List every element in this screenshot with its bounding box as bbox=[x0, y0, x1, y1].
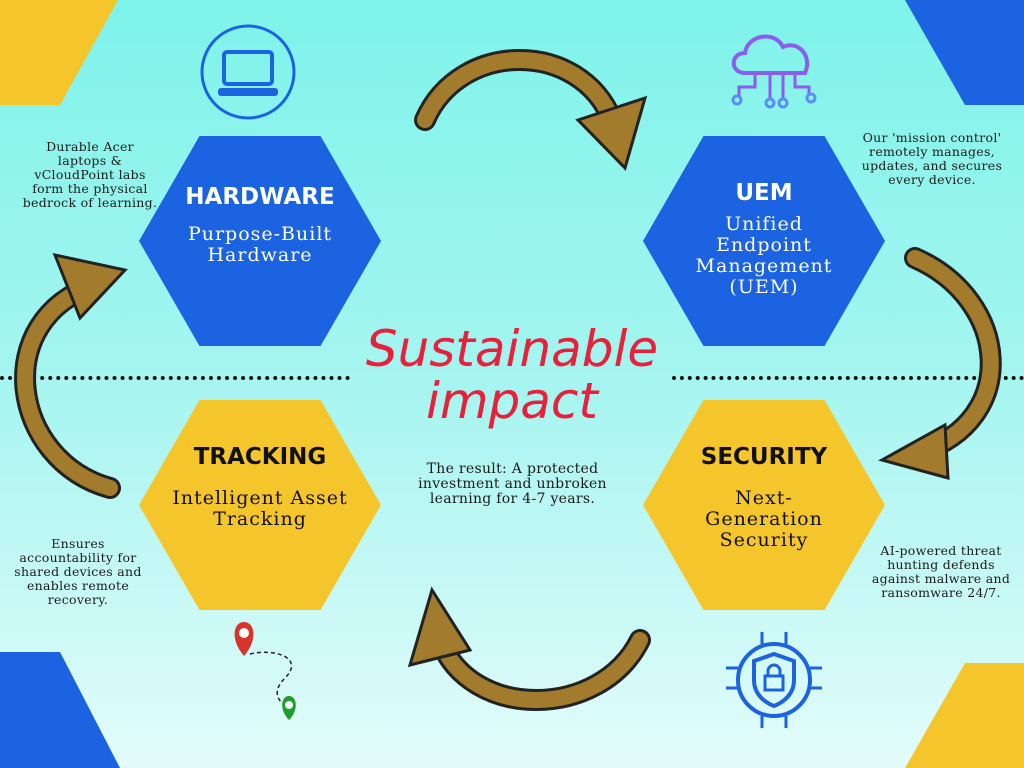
cloud-network-icon bbox=[731, 34, 817, 109]
uem-subtitle: Unified Endpoint Management (UEM) bbox=[695, 213, 833, 298]
security-note: AI-powered threat hunting defends agains… bbox=[871, 543, 1011, 600]
tracking-note: Ensures accountability for shared device… bbox=[14, 536, 142, 607]
divider-left bbox=[0, 376, 350, 380]
shield-lock-icon bbox=[726, 632, 822, 728]
tracking-heading: TRACKING bbox=[193, 444, 327, 470]
security-heading: SECURITY bbox=[700, 444, 828, 470]
hardware-subtitle: Purpose-Built Hardware bbox=[187, 223, 333, 266]
title-line1: Sustainable bbox=[365, 320, 659, 378]
tracking-subtitle: Intelligent Asset Tracking bbox=[172, 487, 348, 530]
uem-note: Our 'mission control' remotely manages, … bbox=[861, 130, 1003, 187]
location-pin-icon bbox=[234, 622, 296, 720]
hardware-note: Durable Acer laptops & vCloudPoint labs … bbox=[22, 139, 158, 210]
uem-heading: UEM bbox=[735, 180, 793, 206]
result-text: The result: A protected investment and u… bbox=[418, 461, 607, 507]
divider-right bbox=[672, 376, 1024, 380]
laptop-icon bbox=[200, 24, 296, 120]
hardware-heading: HARDWARE bbox=[185, 184, 335, 210]
title-line2: impact bbox=[425, 372, 599, 430]
security-subtitle: Next-Generation Security bbox=[705, 487, 823, 551]
